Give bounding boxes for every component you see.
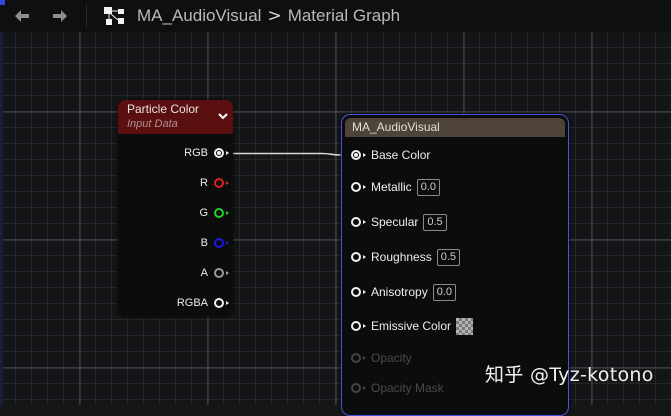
pin-label: B (200, 237, 208, 249)
input-pin-opacity: Opacity (351, 349, 412, 367)
anisotropy-value-input[interactable]: 0.0 (432, 283, 456, 301)
material-result-node[interactable]: MA_AudioVisual Base Color Metallic 0.0 S… (341, 114, 569, 416)
pin-label: Anisotropy (371, 285, 428, 299)
pin-label: Opacity (371, 351, 412, 365)
pin-label: G (199, 207, 208, 219)
pin-label: RGBA (176, 297, 208, 309)
pin-arrow-icon (226, 151, 229, 155)
forward-button[interactable] (46, 2, 74, 30)
pin-arrow-icon (363, 290, 366, 294)
focus-indicator (0, 0, 5, 5)
breadcrumb-current: Material Graph (287, 6, 401, 25)
back-button[interactable] (8, 2, 36, 30)
output-pin-rgba[interactable]: RGBA (177, 294, 229, 312)
output-pin-b[interactable]: B (201, 234, 229, 252)
pin-label: A (200, 267, 208, 279)
pin-icon (351, 383, 361, 393)
node-header[interactable]: Particle Color Input Data (118, 100, 233, 134)
input-pin-opacity-mask: Opacity Mask (351, 379, 444, 397)
graph-canvas[interactable] (0, 0, 671, 405)
pin-arrow-icon (226, 301, 229, 305)
chevron-down-icon[interactable] (216, 109, 230, 123)
node-title: MA_AudioVisual (352, 120, 440, 134)
pin-label: Metallic (371, 180, 412, 194)
node-subtitle: Input Data (127, 118, 178, 130)
watermark: 知乎 @Tyz-kotono (485, 364, 654, 386)
roughness-value-input[interactable]: 0.5 (436, 248, 461, 266)
output-pin-r[interactable]: R (200, 174, 229, 192)
pin-arrow-icon (363, 324, 366, 328)
arrow-left-icon (15, 10, 29, 22)
pin-arrow-icon (363, 220, 366, 224)
pin-label: R (200, 177, 208, 189)
pin-icon[interactable] (214, 298, 224, 308)
pin-connected-icon[interactable] (351, 150, 361, 160)
pin-arrow-icon (226, 271, 229, 275)
pin-connected-icon[interactable] (214, 148, 224, 158)
toolbar: MA_AudioVisual > Material Graph (0, 0, 671, 32)
input-pin-anisotropy[interactable]: Anisotropy 0.0 (351, 283, 456, 301)
input-pin-emissive-color[interactable]: Emissive Color (351, 317, 474, 335)
pin-label: Emissive Color (371, 319, 452, 333)
pin-icon[interactable] (351, 182, 361, 192)
node-title: Particle Color (127, 102, 200, 116)
pin-arrow-icon (363, 255, 366, 259)
panel-edge (0, 0, 3, 405)
specular-value-input[interactable]: 0.5 (423, 213, 447, 231)
metallic-value-input[interactable]: 0.0 (416, 178, 440, 196)
input-pin-metallic[interactable]: Metallic 0.0 (351, 178, 440, 196)
pin-icon[interactable] (214, 178, 224, 188)
particle-color-node[interactable]: Particle Color Input Data RGB R G B A RG… (118, 100, 233, 317)
pin-icon[interactable] (351, 321, 361, 331)
pin-icon[interactable] (214, 238, 224, 248)
output-pin-a[interactable]: A (201, 264, 229, 282)
node-graph-icon (104, 7, 124, 25)
pin-icon (351, 353, 361, 363)
pin-icon[interactable] (214, 208, 224, 218)
node-header[interactable]: MA_AudioVisual (345, 118, 565, 137)
pin-icon[interactable] (351, 252, 361, 262)
pin-icon[interactable] (214, 268, 224, 278)
pin-arrow-icon (226, 241, 229, 245)
emissive-color-swatch[interactable] (456, 317, 474, 335)
pin-arrow-icon (363, 185, 366, 189)
pin-arrow-icon (226, 181, 229, 185)
output-pin-rgb[interactable]: RGB (184, 144, 229, 162)
breadcrumb-asset[interactable]: MA_AudioVisual (137, 6, 262, 25)
pin-label: Roughness (371, 250, 432, 264)
pin-arrow-icon (363, 153, 366, 157)
breadcrumb-separator: > (267, 6, 282, 26)
input-pin-base-color[interactable]: Base Color (351, 146, 430, 164)
input-pin-specular[interactable]: Specular 0.5 (351, 213, 447, 231)
pin-label: Opacity Mask (371, 381, 444, 395)
pin-arrow-icon (226, 211, 229, 215)
output-pin-g[interactable]: G (199, 204, 229, 222)
pin-arrow-icon (363, 356, 366, 360)
arrow-right-icon (53, 10, 67, 22)
pin-label: RGB (184, 147, 208, 159)
pin-icon[interactable] (351, 217, 361, 227)
pin-label: Base Color (371, 148, 431, 162)
input-pin-roughness[interactable]: Roughness 0.5 (351, 248, 461, 266)
toolbar-divider (86, 4, 87, 28)
pin-label: Specular (371, 215, 419, 229)
pin-arrow-icon (363, 386, 366, 390)
pin-icon[interactable] (351, 287, 361, 297)
